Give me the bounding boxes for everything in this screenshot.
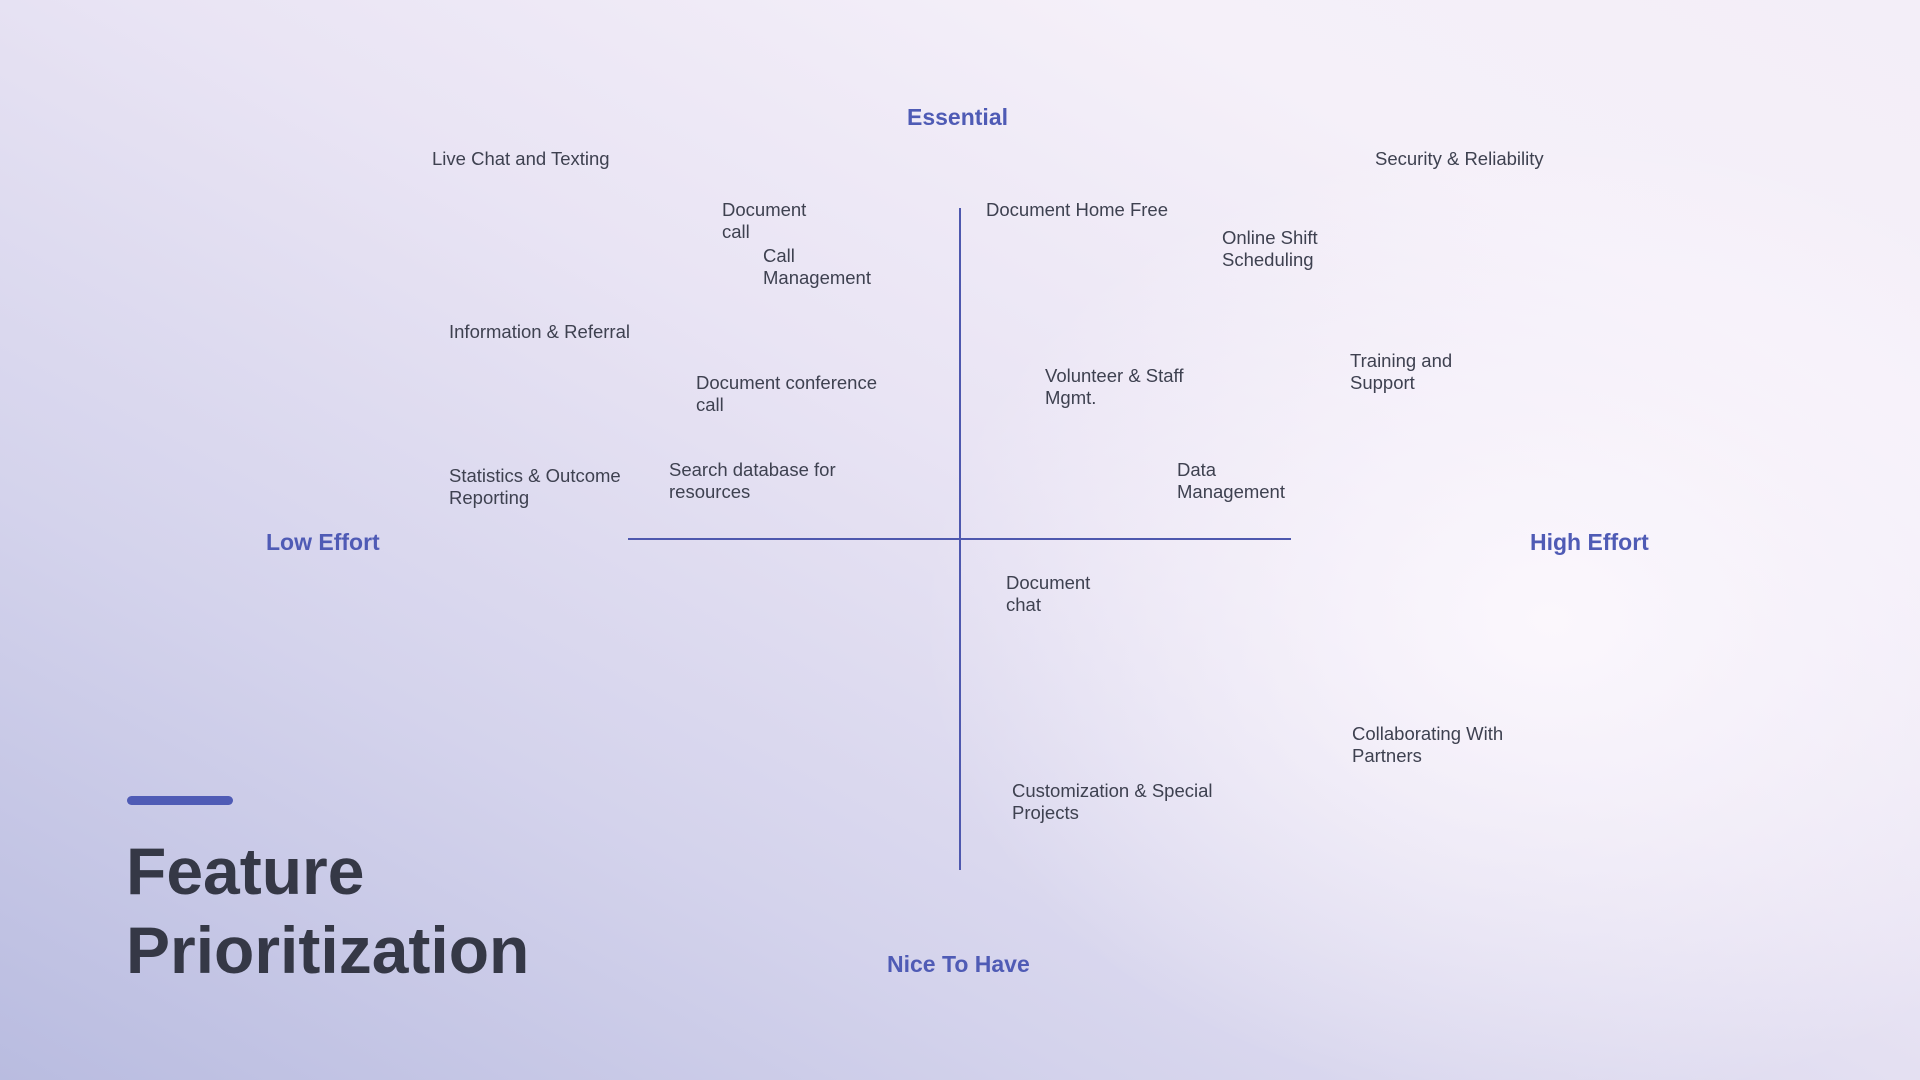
axis-label-high-effort: High Effort: [1530, 529, 1649, 555]
axis-label-essential: Essential: [907, 104, 1008, 130]
feature-document-home-free: Document Home Free: [986, 199, 1168, 220]
feature-live-chat: Live Chat and Texting: [432, 148, 610, 169]
feature-security-reliability: Security & Reliability: [1375, 148, 1544, 169]
title-accent-bar: [127, 796, 233, 805]
feature-information-referral: Information & Referral: [449, 321, 630, 342]
axis-label-nice-to-have: Nice To Have: [887, 951, 1030, 977]
horizontal-axis: [628, 538, 1291, 540]
axis-label-low-effort: Low Effort: [266, 529, 380, 555]
